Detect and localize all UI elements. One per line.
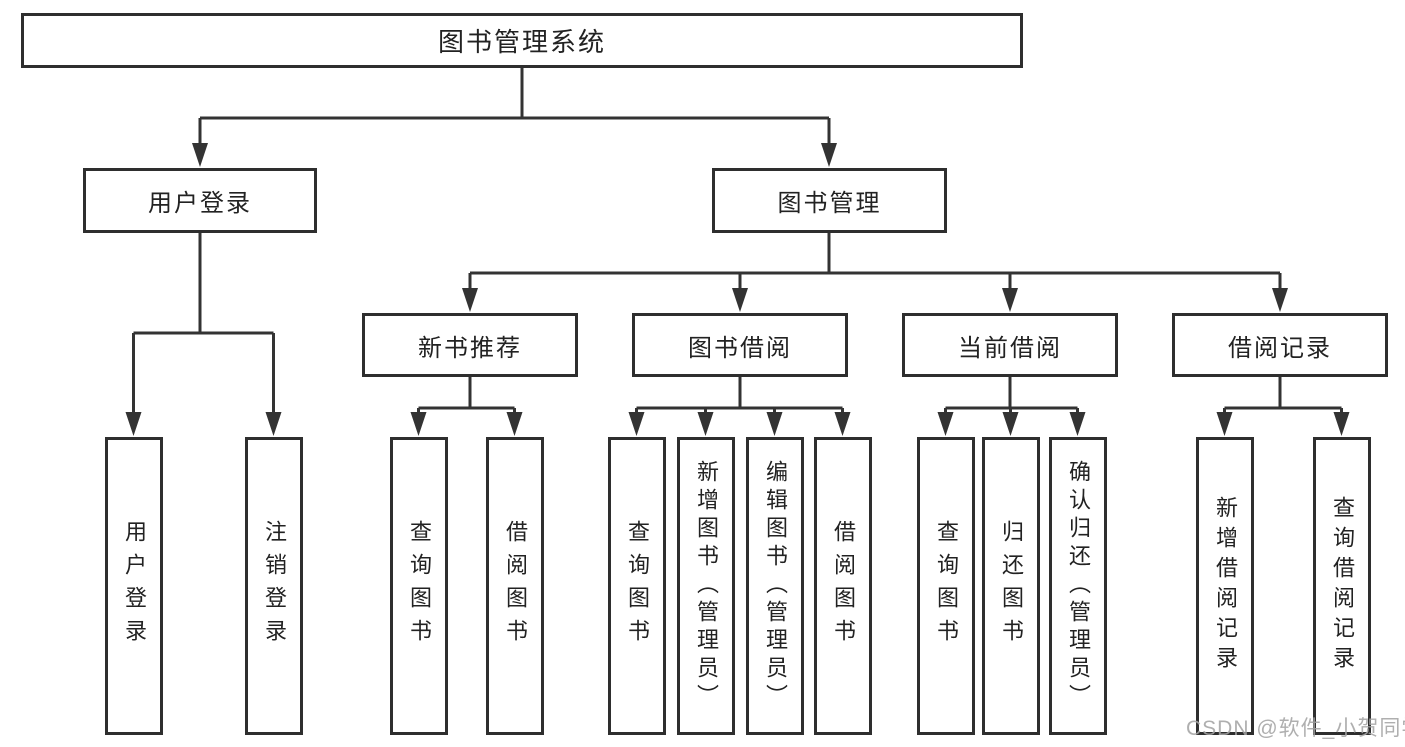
leaf-add-book-admin: 新增图书（管理员）	[677, 437, 735, 735]
leaf-label: 注销登录	[262, 520, 287, 652]
leaf-logout: 注销登录	[245, 437, 303, 735]
leaf-user-login: 用户登录	[105, 437, 163, 735]
leaf-label: 查询图书	[934, 520, 959, 652]
leaf-query-borrow-record: 查询借阅记录	[1313, 437, 1371, 735]
node-borrow-records: 借阅记录	[1172, 313, 1388, 377]
node-label: 借阅记录	[1228, 334, 1332, 362]
leaf-query-book-recommend: 查询图书	[390, 437, 448, 735]
leaf-label: 查询图书	[407, 520, 432, 652]
leaf-return-book: 归还图书	[982, 437, 1040, 735]
leaf-label: 确认归还（管理员）	[1066, 460, 1091, 712]
node-label: 当前借阅	[958, 334, 1062, 362]
leaf-label: 借阅图书	[831, 520, 856, 652]
node-label: 新书推荐	[418, 334, 522, 362]
csdn-watermark: CSDN @软件_小贺同学	[1186, 717, 1405, 740]
node-user-login: 用户登录	[83, 168, 317, 233]
leaf-edit-book-admin: 编辑图书（管理员）	[746, 437, 804, 735]
node-label: 用户登录	[148, 190, 252, 217]
leaf-borrow-book-recommend: 借阅图书	[486, 437, 544, 735]
node-book-management: 图书管理	[712, 168, 947, 233]
leaf-label: 新增借阅记录	[1213, 496, 1238, 676]
leaf-add-borrow-record: 新增借阅记录	[1196, 437, 1254, 735]
node-current-borrowing: 当前借阅	[902, 313, 1118, 377]
node-label: 图书管理	[777, 190, 882, 217]
leaf-confirm-return-admin: 确认归还（管理员）	[1049, 437, 1107, 735]
leaf-label: 新增图书（管理员）	[694, 460, 719, 712]
leaf-borrow-book-borrowing: 借阅图书	[814, 437, 872, 735]
leaf-query-book-borrowing: 查询图书	[608, 437, 666, 735]
leaf-label: 查询图书	[625, 520, 650, 652]
node-new-book-recommend: 新书推荐	[362, 313, 578, 377]
leaf-label: 查询借阅记录	[1330, 496, 1355, 676]
leaf-label: 借阅图书	[503, 520, 528, 652]
node-root-library-system: 图书管理系统	[21, 13, 1023, 68]
leaf-label: 用户登录	[122, 520, 147, 652]
leaf-label: 编辑图书（管理员）	[763, 460, 788, 712]
leaf-label: 归还图书	[999, 520, 1024, 652]
node-label: 图书借阅	[688, 334, 792, 362]
node-label: 图书管理系统	[437, 27, 606, 57]
node-book-borrowing: 图书借阅	[632, 313, 848, 377]
leaf-query-book-current: 查询图书	[917, 437, 975, 735]
